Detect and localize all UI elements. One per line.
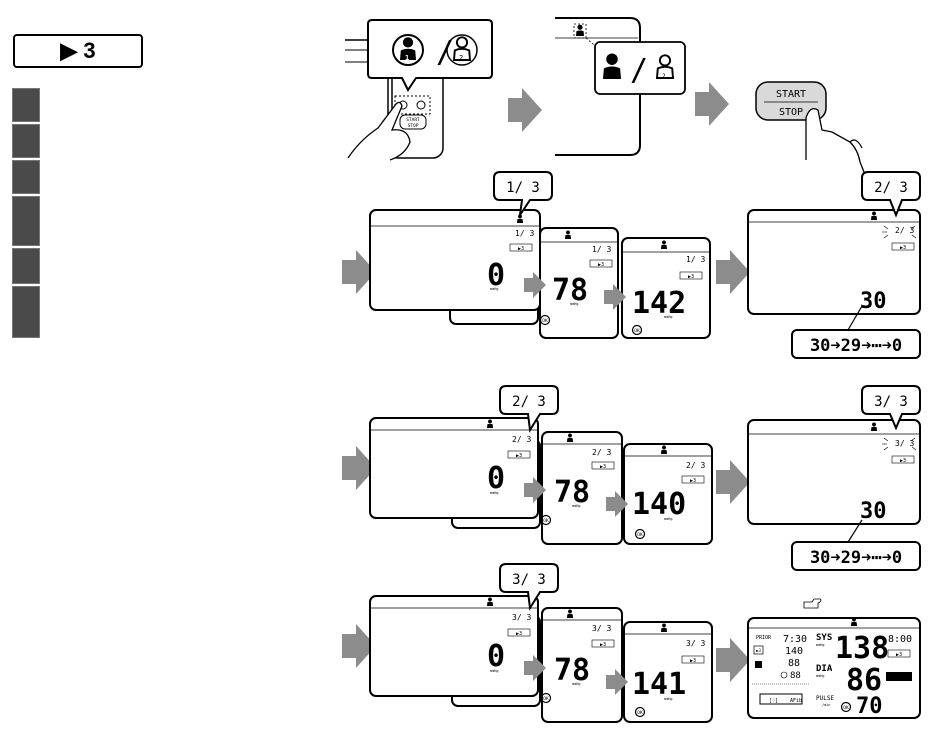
measurement-row-3: 3/ 3 ▶3 141 mmHg 3/ 3 ▶3 78 mmHg 3/ 3 ▶3…	[342, 563, 921, 723]
svg-text:140: 140	[632, 487, 686, 522]
countdown-value: 30	[860, 289, 887, 314]
flow-arrow	[695, 82, 729, 126]
svg-text:DIA: DIA	[816, 664, 833, 674]
svg-text:STOP: STOP	[408, 123, 419, 129]
start-label: START	[776, 89, 806, 100]
svg-text:2/ 3: 2/ 3	[592, 448, 611, 457]
mode-badge: ▶ 3	[13, 34, 143, 68]
svg-text:86: 86	[846, 663, 882, 698]
svg-text:/: /	[630, 53, 648, 88]
svg-text:mmHg: mmHg	[664, 517, 672, 521]
result-value: 142	[632, 286, 686, 321]
svg-text:▶3: ▶3	[516, 453, 522, 459]
final-result-display: PRIOR 7:30 ▶3 140 88 88 [♡] AFib SYS mmH…	[747, 598, 921, 719]
svg-text:140: 140	[785, 646, 803, 657]
pressure-value: 78	[552, 273, 588, 308]
svg-text:mmHg: mmHg	[816, 674, 824, 678]
svg-text:2/ 3: 2/ 3	[512, 394, 546, 410]
svg-text:2: 2	[662, 73, 666, 80]
svg-text:▶3: ▶3	[896, 652, 902, 658]
svg-text:3/ 3: 3/ 3	[686, 639, 705, 648]
svg-text:mmHg: mmHg	[816, 643, 824, 647]
svg-text:mmHg: mmHg	[572, 682, 580, 686]
svg-text:PULSE: PULSE	[816, 695, 834, 702]
screen-user-panel: / 2	[555, 17, 686, 156]
svg-text:mmHg: mmHg	[490, 669, 498, 673]
svg-text:▶3: ▶3	[690, 658, 696, 664]
svg-text:2: 2	[459, 54, 463, 62]
svg-text:2/ 3: 2/ 3	[512, 435, 531, 444]
svg-text:3/ 3: 3/ 3	[874, 394, 908, 410]
svg-text:/min: /min	[822, 703, 830, 707]
stop-label: STOP	[779, 107, 803, 118]
svg-text:▶3: ▶3	[598, 262, 604, 268]
side-tab-3	[12, 160, 40, 194]
svg-text:▶3: ▶3	[600, 464, 606, 470]
svg-text:88: 88	[788, 658, 800, 669]
svg-text:78: 78	[554, 653, 590, 688]
svg-text:1/ 3: 1/ 3	[592, 245, 611, 254]
svg-text:mmHg: mmHg	[572, 504, 580, 508]
svg-text:3/ 3: 3/ 3	[592, 624, 611, 633]
svg-text:▶3: ▶3	[600, 642, 606, 648]
svg-text:78: 78	[554, 475, 590, 510]
svg-text:8:00: 8:00	[888, 634, 912, 645]
svg-text:30➜29➜⋯➜0: 30➜29➜⋯➜0	[810, 548, 902, 568]
svg-text:▶3: ▶3	[756, 648, 761, 653]
svg-text:mmHg: mmHg	[664, 697, 672, 701]
svg-text:141: 141	[632, 667, 686, 702]
svg-text:mmHg: mmHg	[664, 315, 672, 319]
svg-text:88: 88	[790, 671, 801, 681]
side-tab-5	[12, 248, 40, 284]
mode-badge-label: ▶ 3	[60, 38, 96, 63]
flow-arrow	[508, 88, 542, 132]
measurement-row-2: 2/ 3 ▶3 140 mmHg 2/ 3 ▶3 78 mmHg 2/ 3 ▶3…	[342, 385, 921, 571]
svg-text:mmHg: mmHg	[490, 287, 498, 291]
side-tab-4	[12, 196, 40, 246]
svg-text:AFib: AFib	[790, 698, 802, 704]
svg-text:0: 0	[487, 639, 505, 674]
svg-text:mmHg: mmHg	[570, 302, 578, 306]
svg-text:2/ 3: 2/ 3	[895, 226, 914, 235]
svg-text:1/ 3: 1/ 3	[515, 229, 534, 238]
svg-text:0: 0	[487, 461, 505, 496]
svg-text:▶3: ▶3	[900, 458, 906, 464]
svg-text:3/ 3: 3/ 3	[512, 613, 531, 622]
svg-text:▶3: ▶3	[688, 274, 694, 280]
side-tab-1	[12, 88, 40, 122]
svg-text:▶3: ▶3	[518, 246, 524, 252]
svg-text:[♡]: [♡]	[769, 698, 778, 704]
countdown-sequence: 30➜29➜⋯➜0	[810, 336, 902, 356]
svg-text:70: 70	[856, 694, 883, 719]
counter-bubble: 1/ 3	[506, 180, 540, 196]
svg-text:3/ 3: 3/ 3	[895, 439, 914, 448]
svg-text:1: 1	[405, 54, 409, 62]
svg-text:30: 30	[860, 499, 887, 524]
svg-text:▶3: ▶3	[516, 631, 522, 637]
svg-text:138: 138	[835, 631, 889, 666]
side-tab-6	[12, 286, 40, 338]
svg-text:▶3: ▶3	[690, 478, 696, 484]
separator-slash: /	[436, 35, 454, 70]
svg-text:START: START	[406, 117, 420, 123]
svg-text:3/ 3: 3/ 3	[512, 572, 546, 588]
side-tab-2	[12, 124, 40, 158]
svg-text:PRIOR: PRIOR	[756, 635, 772, 641]
start-stop-panel: START STOP	[755, 81, 865, 173]
pointing-hand-icon	[803, 598, 822, 609]
svg-text:mmHg: mmHg	[490, 491, 498, 495]
small-counter: 1/ 3	[686, 255, 705, 264]
svg-text:2/ 3: 2/ 3	[686, 461, 705, 470]
svg-text:SYS: SYS	[816, 633, 832, 643]
zero-value: 0	[487, 258, 505, 293]
svg-text:7:30: 7:30	[783, 634, 807, 645]
svg-text:2/ 3: 2/ 3	[874, 180, 908, 196]
svg-text:▶3: ▶3	[900, 245, 906, 251]
device-user-select-panel: START STOP 1 / 2	[345, 19, 493, 161]
measurement-row-1: 1/ 3 ▶3 142 mmHg 1/ 3 ▶3 78 mmHg 1/ 3 ▶3…	[342, 171, 921, 359]
